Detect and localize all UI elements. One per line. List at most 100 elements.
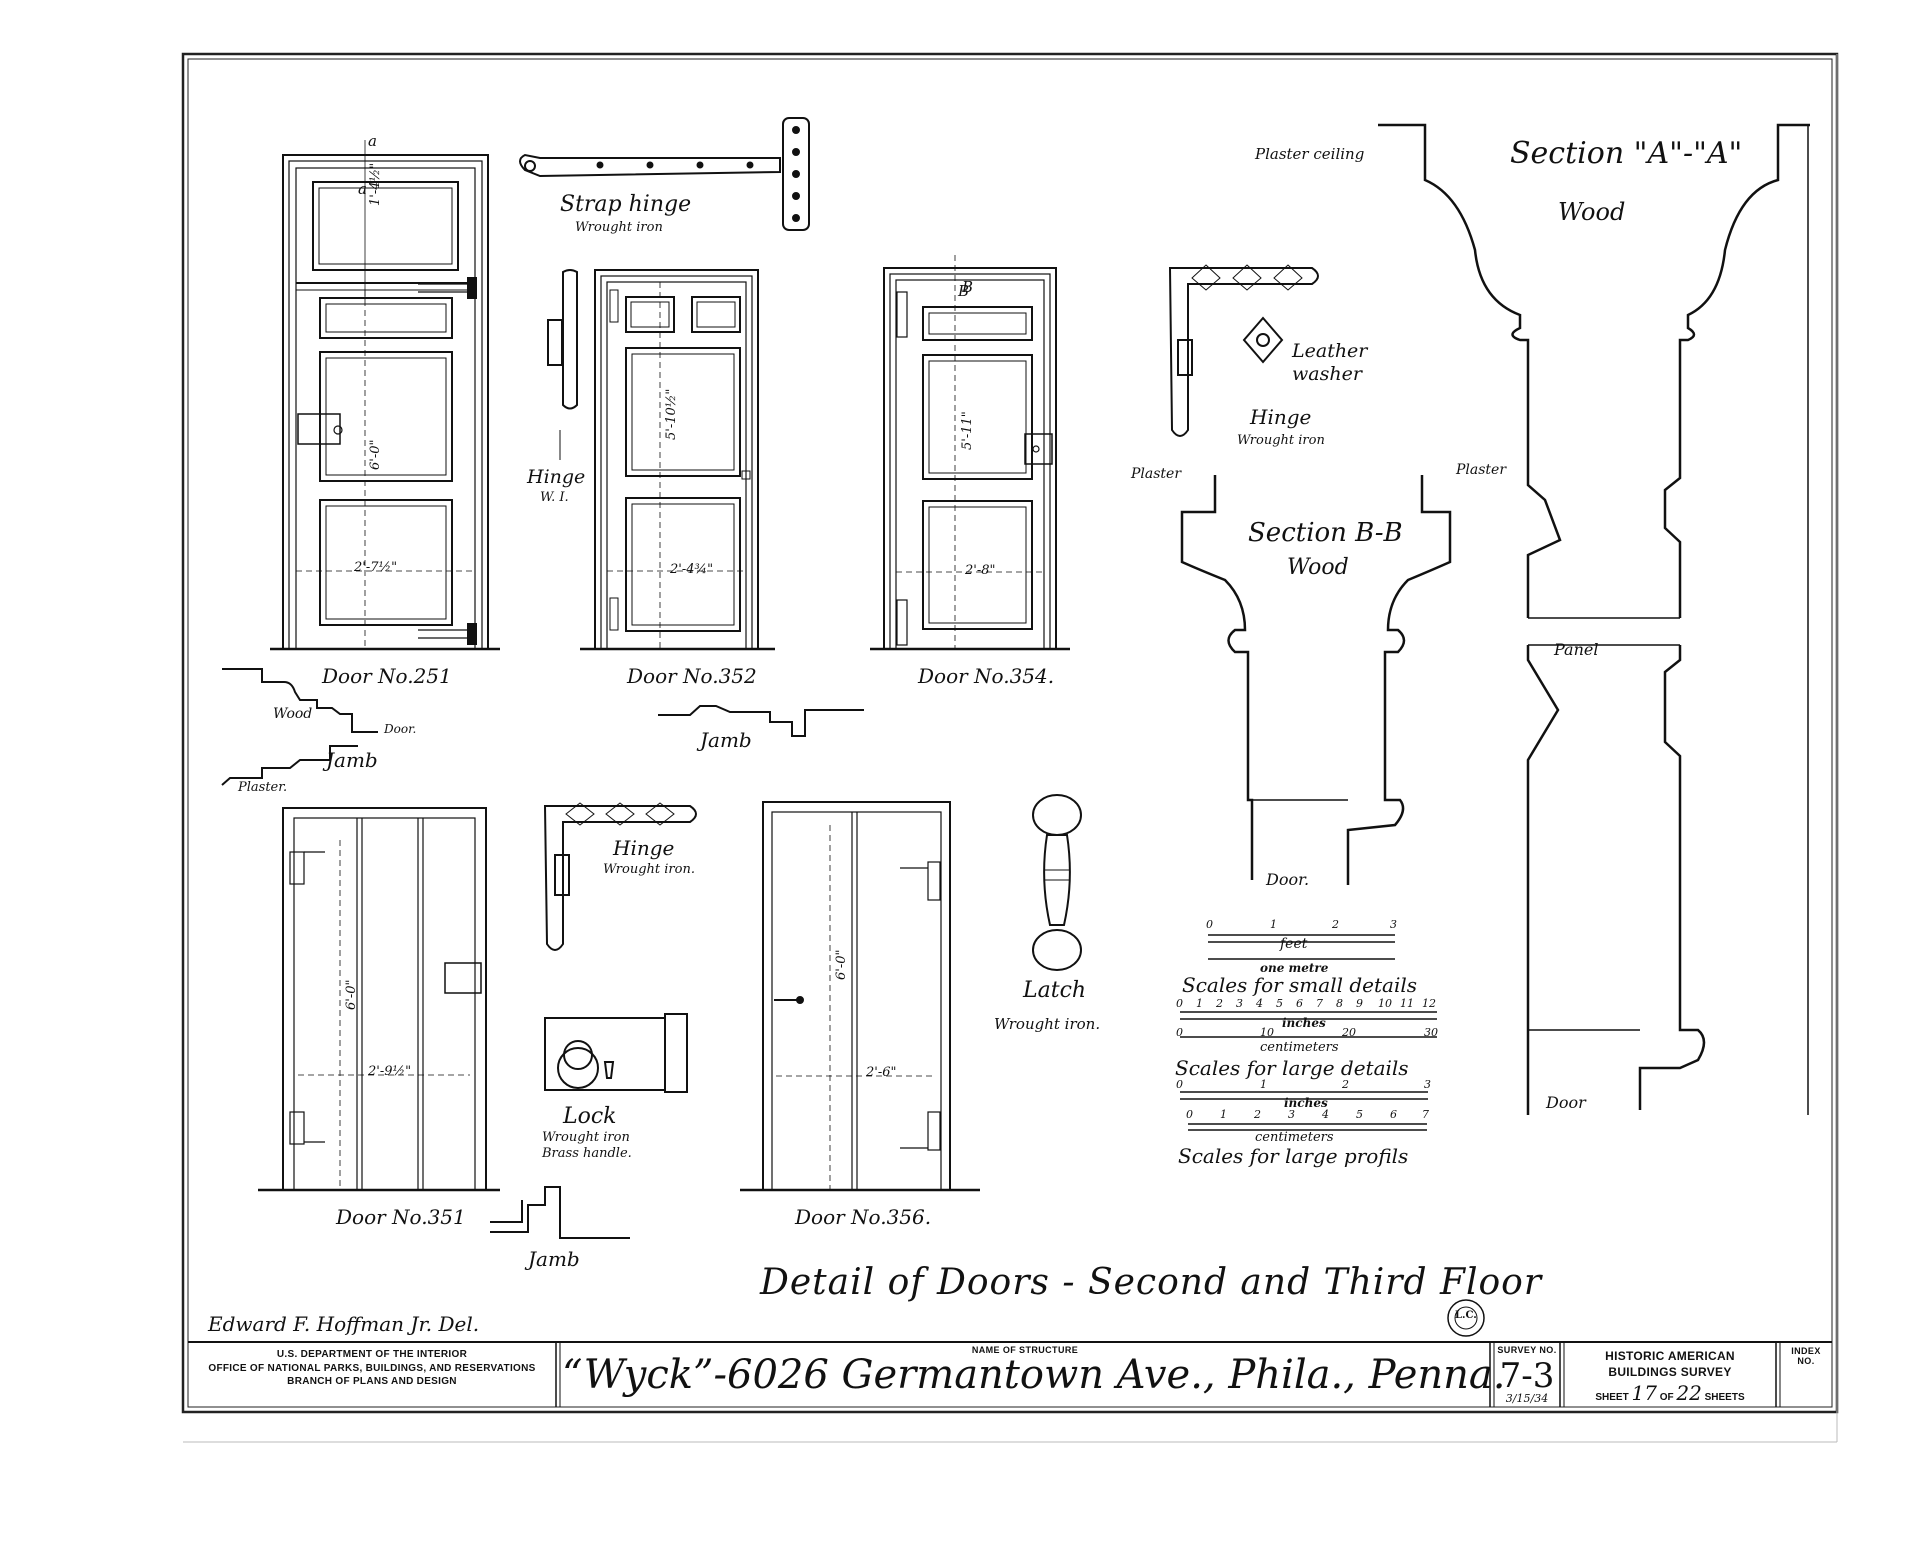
large-cm-tick: 5 — [1356, 1108, 1363, 1121]
hinge-upper-label: Hinge — [1250, 405, 1312, 429]
section-mark-a-top: a — [368, 132, 377, 150]
door-251-width-dim: 2'-7½" — [354, 560, 398, 575]
section-mark-b-low: B — [958, 282, 970, 300]
corner-hinge-upper-drawing — [1168, 264, 1319, 437]
large-inch-tick: 0 — [1176, 1078, 1183, 1091]
sheet-of: OF — [1659, 1392, 1674, 1403]
large-inch-tick: 3 — [1424, 1078, 1431, 1091]
survey-date: 3/15/34 — [1505, 1392, 1549, 1405]
section-bb-profile — [1180, 475, 1452, 885]
door-356-width-dim: 2'-6" — [866, 1065, 897, 1080]
cm-label: centimeters — [1260, 1040, 1339, 1055]
hinge-lower-material: Wrought iron. — [603, 862, 695, 877]
inch-tick: 3 — [1236, 997, 1243, 1010]
plaster-left-label: Plaster — [1131, 466, 1182, 482]
section-bb-door-label: Door. — [1266, 870, 1310, 889]
door-352-height-dim: 5'-10½" — [664, 388, 679, 440]
department-line-1: U.S. DEPARTMENT OF THE INTERIOR — [276, 1349, 468, 1360]
inch-tick: 12 — [1422, 997, 1436, 1010]
large-cm-tick: 2 — [1254, 1108, 1261, 1121]
section-bb-material: Wood — [1287, 555, 1349, 580]
survey-title-block: HISTORIC AMERICAN BUILDINGS SURVEY — [1566, 1348, 1774, 1380]
survey-no-label: SURVEY NO. — [1497, 1345, 1557, 1355]
lock-label: Lock — [563, 1104, 617, 1129]
inch-tick: 11 — [1400, 997, 1414, 1010]
department-line-3: BRANCH OF PLANS AND DESIGN — [287, 1376, 457, 1387]
cm-tick: 20 — [1342, 1026, 1356, 1039]
cm-tick: 0 — [1176, 1026, 1183, 1039]
title-block-frame — [188, 1341, 1832, 1407]
feet-label: feet — [1280, 936, 1308, 952]
profile-251 — [221, 668, 378, 786]
survey-title-line-2: BUILDINGS SURVEY — [1608, 1365, 1732, 1380]
door-354-height-dim: 5'-11" — [960, 411, 975, 450]
leather-washer-label-2: washer — [1292, 363, 1362, 385]
large-cm-tick: 4 — [1322, 1108, 1329, 1121]
door-251-transom-dim: 1'-4½" — [368, 162, 383, 206]
strap-hinge-drawing — [519, 117, 810, 231]
strap-hinge-label: Strap hinge — [560, 192, 692, 217]
delineator-signature: Edward F. Hoffman Jr. Del. — [208, 1312, 480, 1336]
metre-label: one metre — [1260, 961, 1329, 975]
door-352-width-dim: 2'-4¾" — [670, 562, 714, 577]
door-351-elevation — [258, 807, 500, 1192]
door-351-width-dim: 2'-9½" — [368, 1064, 412, 1079]
strap-hinge-material: Wrought iron — [575, 220, 663, 235]
section-aa-profile — [1378, 123, 1810, 1115]
hinge-wi-label: Hinge — [527, 466, 586, 488]
profile-251-jamb: Jamb — [326, 748, 378, 772]
plaster-right-label: Plaster — [1456, 462, 1507, 478]
latch-label: Latch — [1023, 978, 1087, 1003]
survey-title-line-1: HISTORIC AMERICAN — [1605, 1349, 1735, 1363]
section-aa-door-label: Door — [1546, 1093, 1586, 1112]
lock-material: Wrought iron — [542, 1130, 630, 1145]
door-354-width-dim: 2'-8" — [965, 563, 996, 578]
inch-tick: 5 — [1276, 997, 1283, 1010]
inches-label: inches — [1282, 1016, 1326, 1030]
feet-tick: 0 — [1206, 918, 1213, 931]
door-354-label: Door No.354. — [918, 664, 1055, 688]
profile-251-wood: Wood — [273, 706, 313, 722]
inch-tick: 10 — [1378, 997, 1392, 1010]
large-inch-tick: 2 — [1342, 1078, 1349, 1091]
feet-tick: 2 — [1332, 918, 1339, 931]
large-cm-tick: 7 — [1422, 1108, 1429, 1121]
door-352-label: Door No.352 — [627, 664, 757, 688]
inch-tick: 8 — [1336, 997, 1343, 1010]
large-cm-tick: 3 — [1288, 1108, 1295, 1121]
large-cm-tick: 0 — [1186, 1108, 1193, 1121]
inch-tick: 4 — [1256, 997, 1263, 1010]
profile-scale-title: Scales for large profils — [1178, 1144, 1409, 1168]
sheet-number: 17 — [1631, 1381, 1657, 1405]
sheet-total: 22 — [1676, 1381, 1702, 1405]
department-line-2: OFFICE OF NATIONAL PARKS, BUILDINGS, AND… — [208, 1362, 536, 1374]
section-bb-title: Section B-B — [1248, 518, 1403, 548]
door-356-elevation — [740, 801, 980, 1192]
feet-tick: 1 — [1270, 918, 1277, 931]
section-mark-b-top: B — [962, 278, 974, 296]
corner-hinge-lower-drawing — [543, 802, 697, 951]
large-cm-tick: 6 — [1390, 1108, 1397, 1121]
scale-bars — [1180, 934, 1437, 1131]
inch-tick: 1 — [1196, 997, 1203, 1010]
profile-352 — [658, 705, 864, 737]
library-stamp — [1447, 1299, 1485, 1337]
name-of-structure-label: NAME OF STRUCTURE — [971, 1345, 1079, 1355]
large-cm-label: centimeters — [1255, 1130, 1334, 1145]
small-scale-title: Scales for small details — [1182, 973, 1417, 997]
hinge-wi-note: W. I. — [540, 490, 569, 505]
inch-tick: 6 — [1296, 997, 1303, 1010]
profile-251-door: Door. — [384, 722, 417, 736]
department-block: U.S. DEPARTMENT OF THE INTERIOR OFFICE O… — [190, 1348, 554, 1389]
library-stamp-text: L.C. — [1455, 1310, 1477, 1321]
door-352-elevation — [580, 269, 775, 651]
inch-tick: 0 — [1176, 997, 1183, 1010]
structure-name: “Wyck”-6026 Germantown Ave., Phila., Pen… — [562, 1352, 1506, 1398]
latch-drawing — [1032, 794, 1082, 971]
drawing-title: Detail of Doors - Second and Third Floor — [760, 1262, 1543, 1303]
profile-351 — [490, 1186, 630, 1239]
section-aa-material: Wood — [1558, 198, 1626, 226]
inch-tick: 2 — [1216, 997, 1223, 1010]
large-scale-title: Scales for large details — [1175, 1056, 1409, 1080]
